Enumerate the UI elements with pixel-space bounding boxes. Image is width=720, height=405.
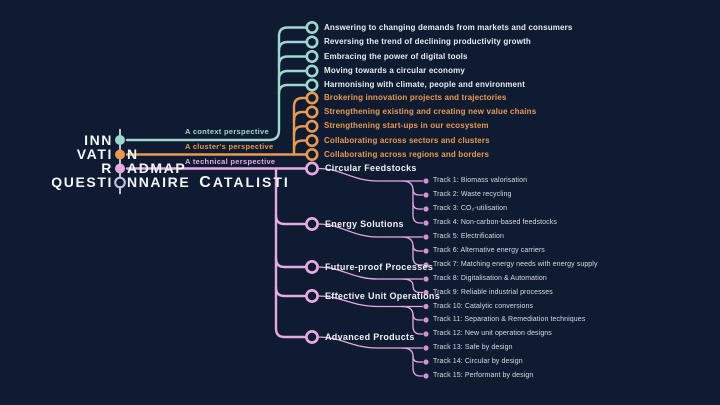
- context-item: Embracing the power of digital tools: [324, 51, 468, 61]
- context-item: Reversing the trend of declining product…: [324, 37, 531, 46]
- catalisti-rest: ATALISTI: [212, 174, 290, 190]
- title-o-technical-icon: [115, 163, 125, 174]
- label-technical-perspective: A technical perspective: [185, 156, 276, 166]
- cluster-item: Collaborating across sectors and cluster…: [324, 135, 490, 145]
- context-branch-lines: [125, 26, 308, 142]
- label-cluster-perspective: A cluster's perspective: [185, 142, 274, 151]
- track-item: Track 14: Circular by design: [433, 358, 523, 365]
- title-line-questionnaire-pre: QUESTI: [51, 174, 113, 190]
- technical-node-circles: [305, 161, 319, 344]
- track-item: Track 4: Non-carbon-based feedstocks: [433, 219, 557, 226]
- title-questionnaire-suffix: NNAIRE: [127, 174, 191, 190]
- cluster-node-circles: [305, 91, 319, 162]
- cluster-branch-lines: [125, 96, 308, 156]
- context-item: Moving towards a circular economy: [324, 66, 465, 75]
- cluster-item: Brokering innovation projects and trajec…: [324, 93, 507, 102]
- title-line-roadmap-post: ADMAP: [127, 160, 187, 176]
- brand-catalisti: CATALISTI: [199, 174, 290, 191]
- title-line-inno-pre: INN: [84, 131, 113, 148]
- title-line-roadmap-pre: R: [101, 160, 113, 176]
- title-o-context-icon: [115, 135, 125, 145]
- track-item: Track 10: Catalytic conversions: [433, 302, 534, 310]
- title-o-cluster-icon: [115, 149, 125, 160]
- title-line-questionnaire-post: NNAIRE CATALISTI: [127, 174, 290, 191]
- context-item: Harmonising with climate, people and env…: [324, 80, 526, 89]
- cluster-item: Strengthening start-ups in our ecosystem: [324, 121, 489, 131]
- track-bullet-dots: [423, 178, 429, 379]
- track-item: Track 11: Separation & Remediation techn…: [433, 316, 586, 323]
- label-context-perspective: A context perspective: [185, 127, 269, 136]
- title-line-vation-post: N: [127, 146, 139, 162]
- context-node-circles: [305, 20, 319, 92]
- topic-future-proof-processes: Future-proof Processes: [325, 261, 434, 272]
- track-item: Track 15: Performant by design: [433, 372, 534, 379]
- technical-branch-lines: [125, 167, 308, 339]
- title-line-vation-pre: VATI: [76, 146, 113, 162]
- track-item: Track 9: Reliable industrial processes: [433, 288, 553, 296]
- topic-effective-unit-operations: Effective Unit Operations: [325, 290, 441, 301]
- cluster-item: Strengthening existing and creating new …: [324, 107, 537, 116]
- track-item: Track 3: CO₂-utilisation: [433, 205, 508, 212]
- title-o-outline-icon: [114, 176, 126, 189]
- topic-advanced-products: Advanced Products: [325, 331, 415, 342]
- track-item: Track 13: Safe by design: [433, 344, 513, 351]
- cluster-item: Collaborating across regions and borders: [324, 149, 490, 159]
- track-branch-lines: [317, 167, 424, 377]
- track-item: Track 12: New unit operation designs: [433, 330, 552, 337]
- catalisti-logo-c: C: [199, 174, 213, 191]
- topic-circular-feedstocks: Circular Feedstocks: [325, 163, 417, 173]
- context-item: Answering to changing demands from marke…: [324, 22, 573, 32]
- track-item: Track 5: Electrification: [433, 233, 504, 240]
- track-item: Track 6: Alternative energy carriers: [433, 247, 545, 254]
- track-item: Track 2: Waste recycling: [433, 191, 512, 198]
- track-item: Track 7: Matching energy needs with ener…: [433, 261, 598, 268]
- track-item: Track 1: Biomass valorisation: [433, 177, 528, 184]
- track-item: Track 8: Digitalisation & Automation: [433, 275, 547, 282]
- topic-energy-solutions: Energy Solutions: [325, 218, 404, 229]
